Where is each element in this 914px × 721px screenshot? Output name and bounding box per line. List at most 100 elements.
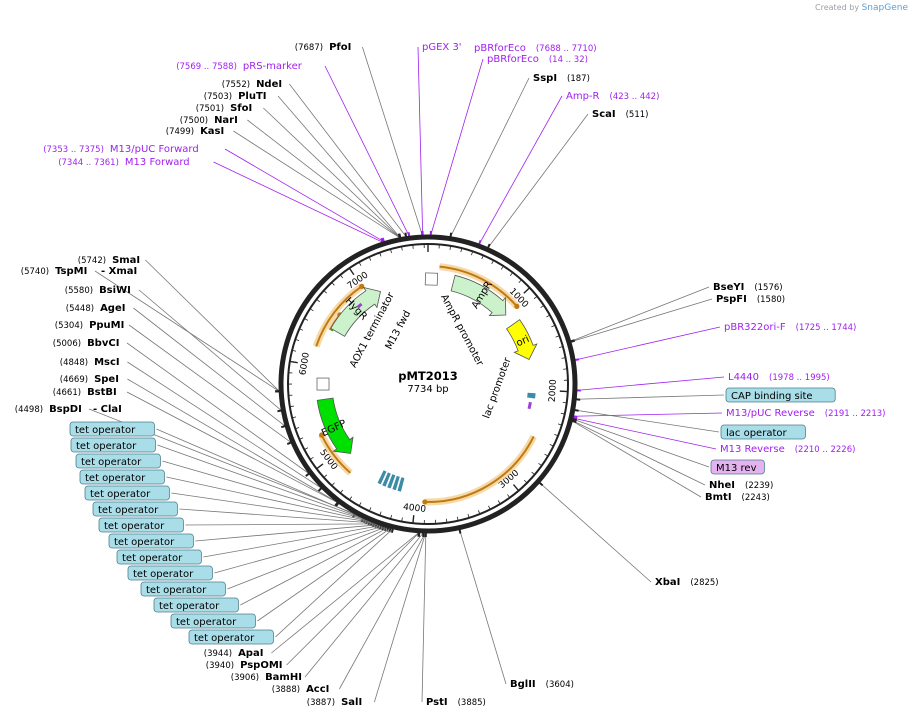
site-position: (7552) bbox=[222, 80, 250, 90]
primer-label: L4440(1978 .. 1995) bbox=[728, 372, 830, 383]
tet-operator-label: tet operator bbox=[146, 585, 207, 596]
leader-line bbox=[195, 524, 379, 542]
site-position: (3906) bbox=[231, 673, 259, 683]
site-name: SmaI bbox=[112, 255, 140, 266]
site-name: BbvCI bbox=[87, 338, 119, 349]
site-tick bbox=[404, 232, 408, 237]
site-name: pRS-marker bbox=[243, 61, 303, 72]
snapgene-logo-text: SnapGene bbox=[861, 3, 908, 13]
ruler-minor-tick bbox=[481, 255, 484, 260]
site-name: ApaI bbox=[238, 648, 263, 659]
site-position: (3944) bbox=[204, 649, 232, 659]
ruler-minor-tick bbox=[401, 517, 403, 522]
leader-line bbox=[324, 65, 410, 237]
primer-label: pBRforEco(14 .. 32) bbox=[487, 54, 588, 65]
leader-line bbox=[203, 525, 382, 558]
leader-line bbox=[570, 286, 710, 342]
leader-line bbox=[574, 326, 721, 361]
leader-line bbox=[126, 391, 339, 504]
site-position: (7687) bbox=[295, 43, 323, 53]
site-tick bbox=[280, 425, 286, 429]
leader-line bbox=[133, 307, 286, 427]
tet-operator-label-box bbox=[75, 453, 161, 469]
site-name: SspI bbox=[533, 73, 557, 84]
ruler-minor-tick bbox=[331, 282, 335, 286]
site-name: pGEX 3' bbox=[422, 42, 462, 53]
ruler-major-tick bbox=[512, 484, 520, 492]
site-name: M13/pUC Reverse bbox=[726, 408, 815, 419]
enzyme-label: (5304)PpuMI bbox=[55, 320, 125, 331]
ruler-minor-tick bbox=[467, 513, 470, 518]
site-name: NarI bbox=[214, 115, 238, 126]
enzyme-label: BmtI(2243) bbox=[705, 492, 770, 503]
site-name: BglII bbox=[510, 679, 536, 690]
site-position: (1576) bbox=[754, 283, 782, 293]
leader-line bbox=[156, 428, 364, 519]
ruler-minor-tick bbox=[445, 518, 448, 523]
site-position: (7569 .. 7588) bbox=[176, 62, 237, 72]
site-name: - XmaI bbox=[101, 266, 137, 277]
site-name: TspMI bbox=[55, 266, 87, 277]
tet-operator-label-box bbox=[188, 629, 274, 645]
enzyme-label: ScaI(511) bbox=[592, 109, 648, 120]
leader-line bbox=[179, 508, 375, 524]
site-position: (4498) bbox=[15, 405, 43, 415]
site-tick bbox=[334, 501, 339, 507]
ruler-minor-tick bbox=[368, 507, 372, 512]
enzyme-label: XbaI(2825) bbox=[655, 577, 719, 588]
ruler-minor-tick bbox=[551, 324, 556, 328]
ruler-minor-tick bbox=[309, 308, 314, 312]
site-name: - ClaI bbox=[93, 404, 122, 415]
site-position: (2243) bbox=[742, 493, 770, 503]
leader-line bbox=[157, 444, 366, 520]
ruler-minor-tick bbox=[349, 496, 353, 501]
leader-line bbox=[574, 409, 720, 433]
site-name: Amp-R bbox=[566, 91, 600, 102]
ruler-minor-tick bbox=[531, 471, 535, 475]
enzyme-label: - ClaI bbox=[93, 404, 122, 415]
ruler-minor-tick bbox=[368, 256, 372, 261]
ruler-minor-tick bbox=[533, 295, 538, 300]
ruler-major-tick bbox=[348, 267, 355, 276]
site-name: PstI bbox=[426, 697, 448, 708]
tet-operator-label-box bbox=[79, 469, 165, 485]
ruler-major-tick bbox=[412, 515, 415, 524]
tet-operator-label: tet operator bbox=[98, 505, 159, 516]
plasmid-name: pMT2013 bbox=[398, 369, 458, 383]
leader-line bbox=[127, 361, 322, 489]
site-position: (187) bbox=[567, 74, 590, 84]
ruler-minor-tick bbox=[331, 482, 335, 486]
m13-rev-mark bbox=[527, 401, 532, 410]
site-tick bbox=[317, 487, 323, 492]
feature-box-label: M13 rev bbox=[716, 463, 757, 474]
ruler-label: 2000 bbox=[548, 379, 559, 403]
primer-label: pBRforEco(7688 .. 7710) bbox=[474, 43, 597, 54]
enzyme-label: (5006)BbvCI bbox=[53, 338, 120, 349]
brand-created-by: Created by bbox=[815, 3, 860, 12]
primer-arc bbox=[320, 434, 352, 474]
enzyme-label: (5740)TspMI bbox=[21, 266, 88, 277]
ruler-minor-tick bbox=[339, 274, 344, 279]
site-name: pBRforEco bbox=[487, 54, 539, 65]
site-position: (423 .. 442) bbox=[610, 92, 660, 102]
site-position: (4669) bbox=[60, 375, 88, 385]
site-position: (7344 .. 7361) bbox=[58, 158, 119, 168]
primer-label: (7569 .. 7588) pRS-marker bbox=[176, 61, 303, 72]
leader-line bbox=[421, 532, 427, 703]
site-name: PluTI bbox=[238, 91, 266, 102]
leader-line bbox=[286, 532, 420, 666]
ruler-minor-tick bbox=[304, 447, 309, 450]
site-name: PpuMI bbox=[89, 320, 124, 331]
site-position: (3888) bbox=[272, 685, 300, 695]
ruler-minor-tick bbox=[295, 427, 300, 430]
tet-operator-label: tet operator bbox=[81, 457, 142, 468]
ruler-minor-tick bbox=[316, 299, 320, 303]
site-position: (7499) bbox=[166, 127, 194, 137]
enzyme-label: (4498)BspDI bbox=[15, 404, 82, 415]
tet-operator-label-box bbox=[84, 485, 170, 501]
site-name: SpeI bbox=[94, 374, 119, 385]
leader-line bbox=[94, 270, 280, 392]
feature-ampr-arrow bbox=[450, 274, 507, 316]
tet-operator-label-box bbox=[116, 549, 202, 565]
